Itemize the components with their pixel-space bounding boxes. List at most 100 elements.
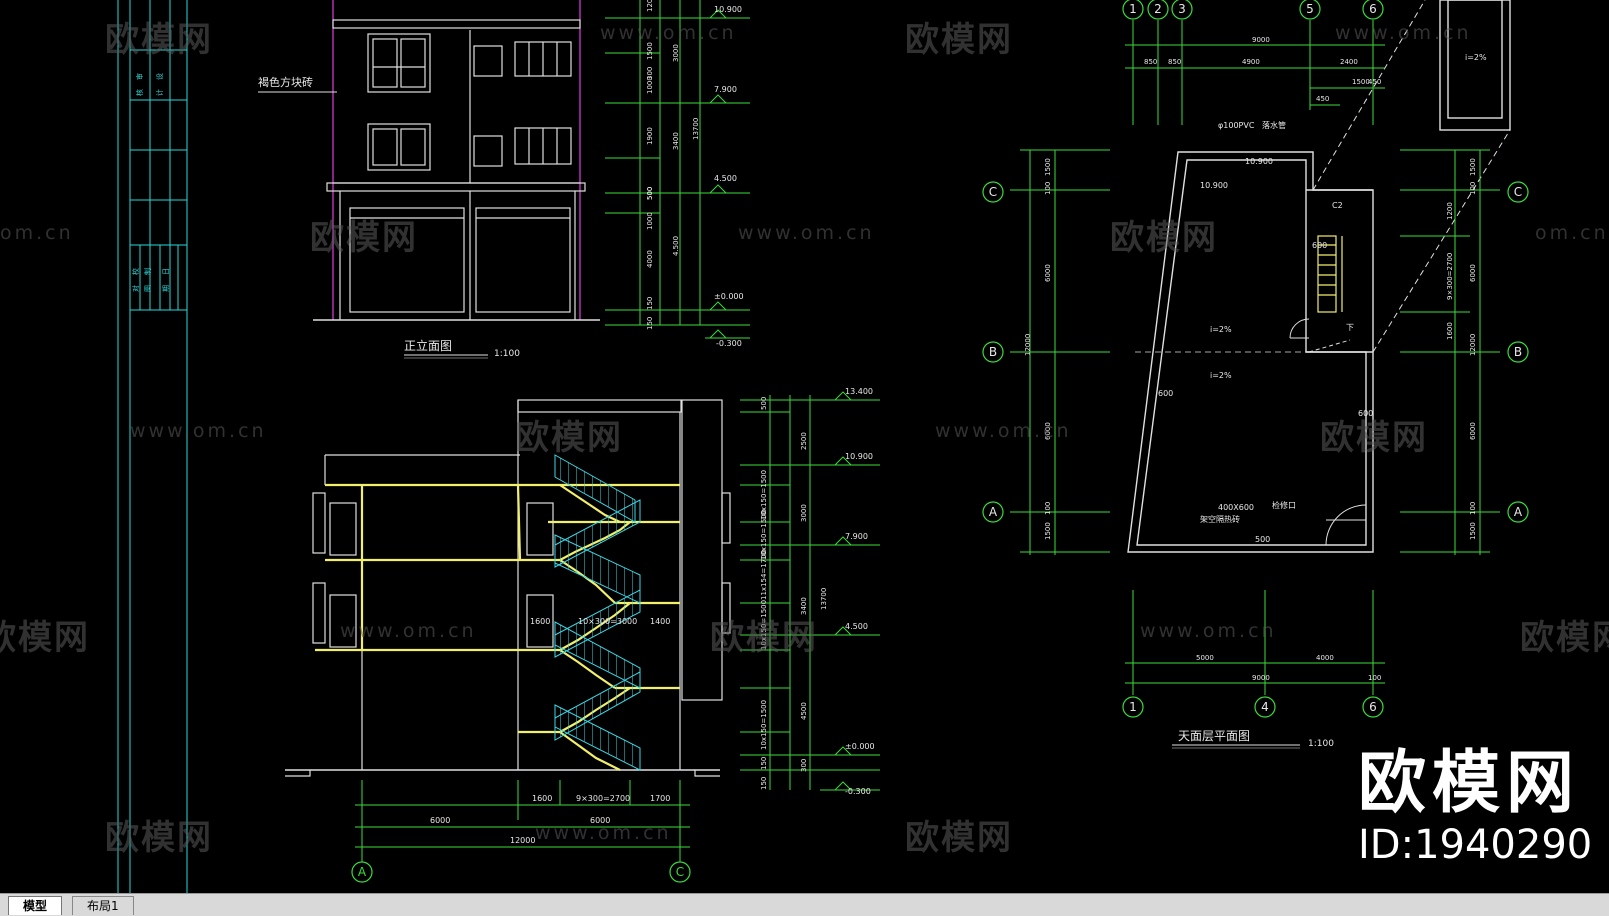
axis-label: A (358, 865, 367, 879)
section-level: 10.900 (845, 452, 873, 461)
section-labels: 13.40010.9007.9004.500±0.000-0.300500250… (358, 387, 875, 879)
roof-plan (982, 0, 1529, 749)
title-block-cell: 核 (135, 89, 144, 96)
elevation-scale: 1:100 (494, 349, 520, 359)
plan-dim: 12000 (1469, 334, 1477, 356)
tab-layout-1[interactable]: 布局1 (72, 896, 134, 915)
title-block-cell: 计 (155, 89, 164, 96)
section-dim: 10x150=1500 (760, 510, 768, 560)
plan-dim: 9000 (1252, 674, 1270, 682)
section-bottom-dim: 12000 (510, 836, 535, 845)
stair-dim: 10×300=3000 (578, 617, 637, 626)
plan-dim: 850 (1144, 58, 1157, 66)
elevation-labels: 褐色方块砖正立面图1:10010.9007.9004.500±0.000-0.3… (258, 0, 744, 359)
elevation-level: 7.900 (714, 85, 737, 94)
elevation-dim: 1200 (646, 0, 654, 12)
plan-dim: 6000 (1469, 422, 1477, 440)
title-block-cell: 校 (131, 268, 140, 275)
title-block (117, 0, 188, 893)
section-bottom-dim: 6000 (590, 816, 610, 825)
section-level: 13.400 (845, 387, 873, 396)
plan-note: φ100PVC (1218, 121, 1255, 130)
elevation-dim: 150 (646, 317, 654, 330)
plan-note: 检修口 (1272, 500, 1296, 510)
title-block-cell: 审 (135, 73, 144, 80)
elevation-dim: 1000 (646, 76, 654, 94)
plan-note: 500 (1255, 535, 1270, 544)
front-elevation (258, 0, 750, 359)
elevation-dim: 3400 (672, 132, 680, 150)
plan-dim: 1500 (1469, 158, 1477, 176)
axis-label: 6 (1369, 2, 1377, 16)
elevation-level: 4.500 (714, 174, 737, 183)
axis-label: A (989, 505, 998, 519)
section-bottom-dim: 6000 (430, 816, 450, 825)
plan-dim: 9000 (1252, 36, 1270, 44)
elevation-dim: 500 (646, 187, 654, 200)
plan-note: 600 (1358, 409, 1373, 418)
plan-dim: 9×300=2700 (1446, 253, 1454, 300)
elevation-note: 褐色方块砖 (258, 75, 313, 89)
title-block-cell: 制 (143, 268, 152, 275)
elevation-dim: 500 (646, 187, 654, 200)
plan-dim: 850 (1168, 58, 1181, 66)
cad-model-canvas[interactable]: 审核设计校对制图日期 (0, 0, 1609, 893)
axis-label: B (989, 345, 997, 359)
elevation-level: 10.900 (714, 5, 742, 14)
section-dim: 500 (760, 397, 768, 410)
elevation-dim: 3000 (672, 44, 680, 62)
axis-label: 1 (1129, 700, 1137, 714)
elevation-dim: 4000 (646, 250, 654, 268)
plan-dim: 6000 (1044, 422, 1052, 440)
section-bottom-dim: 9×300=2700 (576, 794, 630, 803)
section-dim: 10x150=1500 (760, 600, 768, 650)
plan-title: 天面层平面图 (1178, 729, 1250, 743)
plan-note: 600 (1312, 241, 1327, 250)
elevation-dim: 4.500 (672, 236, 680, 256)
plan-dim: 12000 (1024, 334, 1032, 356)
plan-scale: 1:100 (1308, 739, 1334, 749)
elevation-title: 正立面图 (404, 338, 452, 353)
plan-dim: 1500 (1044, 158, 1052, 176)
plan-note: 落水管 (1262, 120, 1286, 130)
axis-label: 4 (1261, 700, 1269, 714)
plan-note: 下 (1346, 323, 1354, 332)
plan-dim: 100 (1044, 182, 1052, 195)
plan-dim: 100 (1469, 502, 1477, 515)
section-dim: 150 (760, 777, 768, 790)
axis-label: C (676, 865, 684, 879)
plan-dim: 6000 (1044, 264, 1052, 282)
section-dim: 10x150=1500 (760, 700, 768, 750)
section-dim: 11x154=1700 (760, 550, 768, 600)
stair-dim: 1400 (650, 617, 670, 626)
plan-note: i=2% (1210, 325, 1232, 334)
axis-label: 5 (1306, 2, 1314, 16)
plan-note: 10.900 (1200, 181, 1228, 190)
section-dim: 4500 (800, 702, 808, 720)
plan-dim: 450 (1368, 78, 1381, 86)
plan-dim: 2400 (1340, 58, 1358, 66)
axis-label: 2 (1154, 2, 1162, 16)
axis-label: B (1514, 345, 1522, 359)
plan-dim: 4000 (1316, 654, 1334, 662)
section-level: 7.900 (845, 532, 868, 541)
plan-dim: 1500 (1044, 522, 1052, 540)
title-block-cell: 日 (162, 268, 170, 275)
plan-dim: 6000 (1469, 264, 1477, 282)
elevation-dim: 1000 (646, 212, 654, 230)
section-dim: 150 (760, 757, 768, 770)
plan-dim: 1500 (1469, 522, 1477, 540)
section-level: -0.300 (845, 787, 871, 796)
title-block-cell: 期 (162, 285, 170, 292)
plan-note: i=2% (1210, 371, 1232, 380)
section-dim: 3000 (800, 504, 808, 522)
section-dim: 300 (800, 759, 808, 772)
plan-dim: 100 (1368, 674, 1381, 682)
section-dim: 10x150=1500 (760, 470, 768, 520)
tab-model[interactable]: 模型 (8, 896, 63, 915)
section-dim: 2500 (800, 432, 808, 450)
axis-label: C (989, 185, 997, 199)
